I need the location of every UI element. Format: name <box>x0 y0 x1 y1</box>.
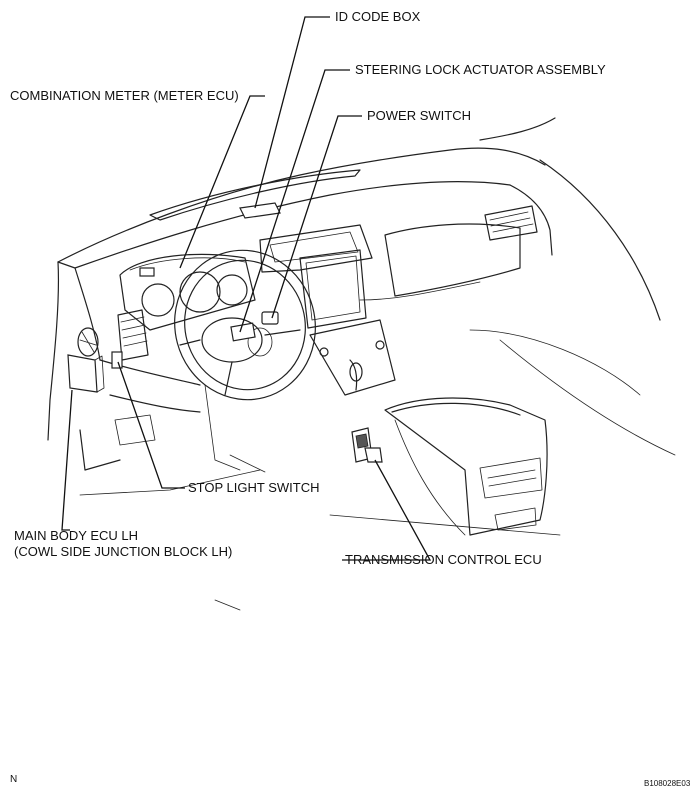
figure-code: B108028E03 <box>644 779 691 788</box>
combination-meter-cluster <box>119 253 256 331</box>
label-transmission-control-ecu: TRANSMISSION CONTROL ECU <box>345 552 542 567</box>
steering-lock-part <box>230 322 256 342</box>
label-combination-meter: COMBINATION METER (METER ECU) <box>10 88 239 103</box>
leader-lines <box>61 16 432 561</box>
transmission-ecu-part <box>351 427 383 463</box>
main-body-ecu-part <box>67 354 105 393</box>
floor-lines <box>214 514 561 611</box>
power-switch-part <box>261 311 279 325</box>
label-stop-light-switch: STOP LIGHT SWITCH <box>188 480 320 495</box>
id-code-box-part <box>239 202 281 219</box>
orientation-mark: N <box>10 774 18 785</box>
label-main-body-ecu-line2: (COWL SIDE JUNCTION BLOCK LH) <box>14 544 233 559</box>
label-power-switch: POWER SWITCH <box>367 108 471 123</box>
stop-light-switch-part <box>111 351 123 369</box>
left-vent <box>117 309 149 361</box>
label-steering-lock-actuator: STEERING LOCK ACTUATOR ASSEMBLY <box>355 62 606 77</box>
center-console <box>309 319 548 536</box>
dashboard-outline <box>47 117 676 496</box>
label-main-body-ecu-line1: MAIN BODY ECU LH <box>14 528 139 543</box>
steering-wheel <box>174 249 316 401</box>
label-id-code-box: ID CODE BOX <box>335 9 421 24</box>
